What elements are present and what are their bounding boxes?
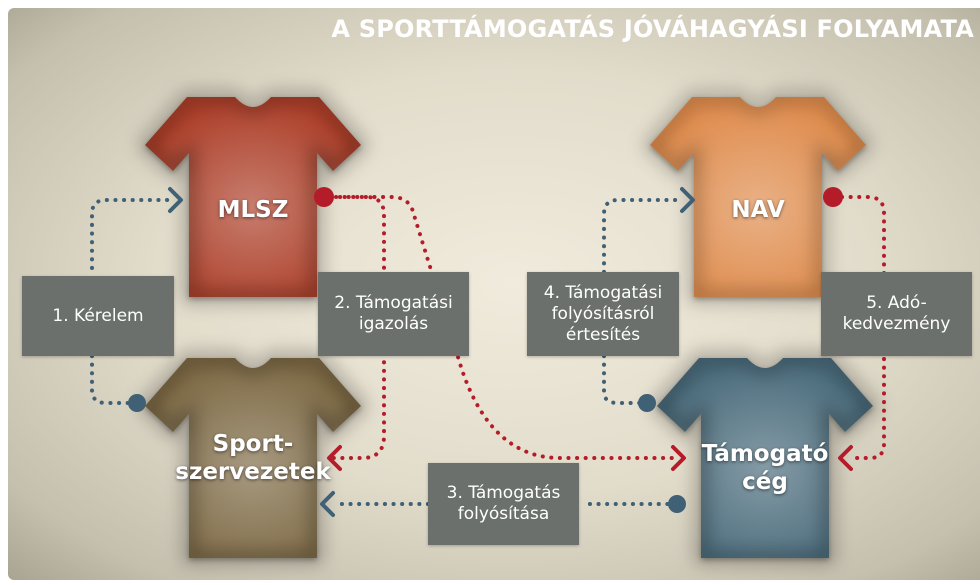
step-4-line1: 4. Támogatási bbox=[543, 282, 663, 303]
sport-endpoint bbox=[128, 394, 146, 412]
mlsz-label: MLSZ bbox=[217, 197, 289, 223]
step-3-line1: 3. Támogatás bbox=[446, 483, 561, 503]
nav-endpoint bbox=[823, 187, 843, 207]
step-4-line2: folyósításról bbox=[551, 303, 655, 324]
red-connectors bbox=[328, 195, 886, 460]
company-endpoint-bottom bbox=[668, 495, 686, 513]
step-5-line2: kedvezmény bbox=[842, 314, 951, 334]
step-1-line1: 1. Kérelem bbox=[52, 305, 144, 326]
step-2-box: 2. Támogatási igazolás bbox=[318, 272, 469, 356]
arrow-to-sport bbox=[320, 491, 335, 517]
blue-arrowheads bbox=[168, 187, 695, 517]
red-endpoints bbox=[314, 187, 843, 207]
ertesites-line-bottom bbox=[602, 354, 642, 405]
kerelem-line-bottom bbox=[90, 354, 134, 405]
igazolas-line-to-company bbox=[338, 195, 682, 460]
step-2-line1: 2. Támogatási bbox=[334, 293, 453, 313]
step-3-line2: folyósítása bbox=[457, 504, 550, 524]
ertesites-line-top bbox=[602, 198, 682, 274]
step-1-box: 1. Kérelem bbox=[22, 276, 174, 356]
company-label-line1: Támogató bbox=[701, 441, 829, 467]
adokedvezmeny-line bbox=[840, 195, 886, 460]
arrow-to-sport-red bbox=[327, 445, 342, 471]
sport-label: Sport- szervezetek bbox=[163, 430, 343, 486]
company-label-line2: cég bbox=[742, 469, 788, 495]
step-5-line1: 5. Adó- bbox=[866, 293, 927, 313]
kerelem-line-top bbox=[90, 198, 170, 270]
mlsz-endpoint bbox=[314, 187, 334, 207]
arrow-to-company-red bbox=[671, 445, 686, 471]
company-label: Támogató cég bbox=[690, 440, 840, 496]
sport-label-line1: Sport- bbox=[212, 431, 294, 457]
company-endpoint-top bbox=[638, 394, 656, 412]
blue-endpoints bbox=[128, 394, 686, 513]
step-5-box: 5. Adó- kedvezmény bbox=[821, 272, 972, 356]
step-3-box: 3. Támogatás folyósítása bbox=[428, 463, 579, 545]
arrow-to-nav bbox=[680, 187, 695, 213]
nav-label: NAV bbox=[731, 197, 785, 223]
step-2-line2: igazolás bbox=[358, 314, 429, 334]
arrow-to-mlsz bbox=[168, 187, 183, 213]
red-arrowheads bbox=[327, 445, 853, 471]
step-4-box: 4. Támogatási folyósításról értesítés bbox=[527, 272, 679, 356]
blue-connectors bbox=[90, 198, 682, 506]
page-title: A SPORTTÁMOGATÁS JÓVÁHAGYÁSI FOLYAMATA bbox=[331, 15, 974, 43]
sport-label-line2: szervezetek bbox=[175, 459, 331, 485]
arrow-to-company-red-right bbox=[838, 445, 853, 471]
step-4-line3: értesítés bbox=[565, 324, 641, 345]
